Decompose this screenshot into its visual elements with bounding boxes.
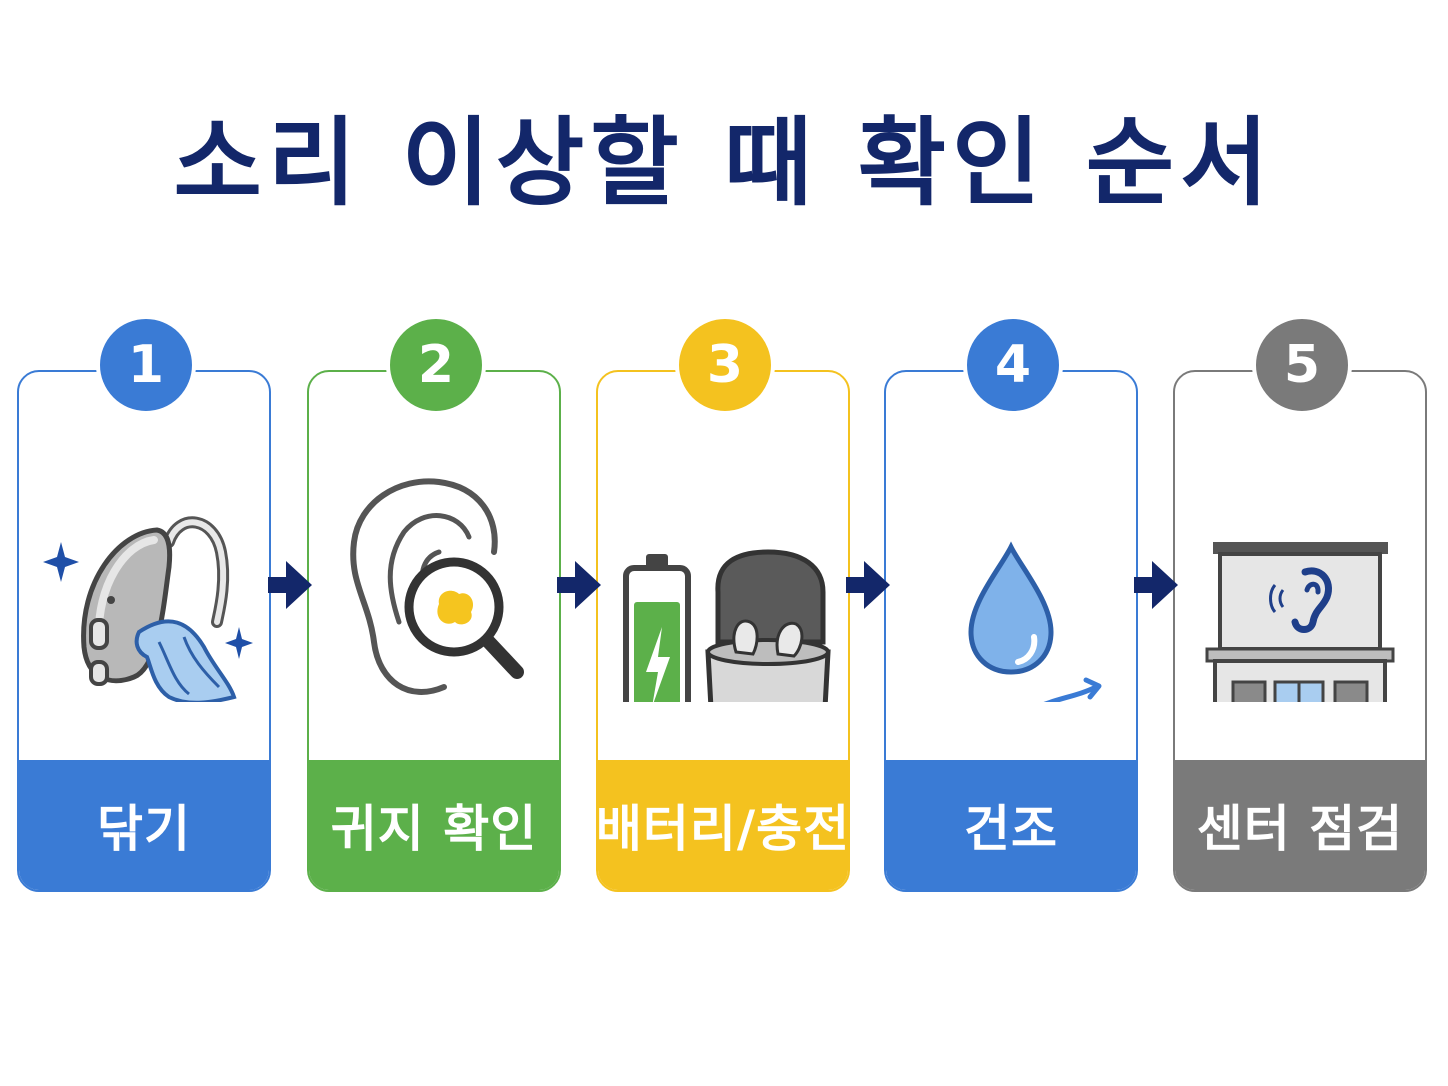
- step-number-badge: 1: [96, 315, 196, 415]
- step-number-badge: 3: [675, 315, 775, 415]
- step-number-badge: 4: [963, 315, 1063, 415]
- arrow-right-icon: [1134, 561, 1178, 609]
- step-illustration: [309, 372, 559, 760]
- step-label: 센터 점검: [1175, 760, 1425, 890]
- arrow-right-icon: [268, 561, 312, 609]
- step-illustration: [598, 372, 848, 760]
- step-3: 배터리/충전 3: [596, 315, 850, 895]
- step-label: 건조: [886, 760, 1136, 890]
- step-card: 센터 점검: [1173, 370, 1427, 892]
- water-drop-icon: [968, 541, 1102, 702]
- step-card: 건조: [884, 370, 1138, 892]
- step-number-badge: 2: [386, 315, 486, 415]
- step-illustration: [886, 372, 1136, 760]
- battery-charger-icon: [623, 549, 831, 702]
- step-label: 배터리/충전: [598, 760, 848, 890]
- step-card: 배터리/충전: [596, 370, 850, 892]
- step-number-badge: 5: [1252, 315, 1352, 415]
- ear-magnifier-icon: [350, 478, 524, 695]
- step-2: 귀지 확인 2: [307, 315, 561, 895]
- step-5: 센터 점검 5: [1173, 315, 1427, 895]
- arrow-right-icon: [557, 561, 601, 609]
- step-4: 건조 4: [884, 315, 1138, 895]
- step-card: 닦기: [17, 370, 271, 892]
- step-1: 닦기 1: [17, 315, 271, 895]
- hearing-center-building-icon: [1205, 542, 1395, 702]
- hearing-aid-cloth-icon: [43, 516, 253, 702]
- step-illustration: [19, 372, 269, 760]
- step-label: 귀지 확인: [309, 760, 559, 890]
- page-title: 소리 이상할 때 확인 순서: [173, 107, 1275, 219]
- step-card: 귀지 확인: [307, 370, 561, 892]
- step-label: 닦기: [19, 760, 269, 890]
- arrow-right-icon: [846, 561, 890, 609]
- step-illustration: [1175, 372, 1425, 760]
